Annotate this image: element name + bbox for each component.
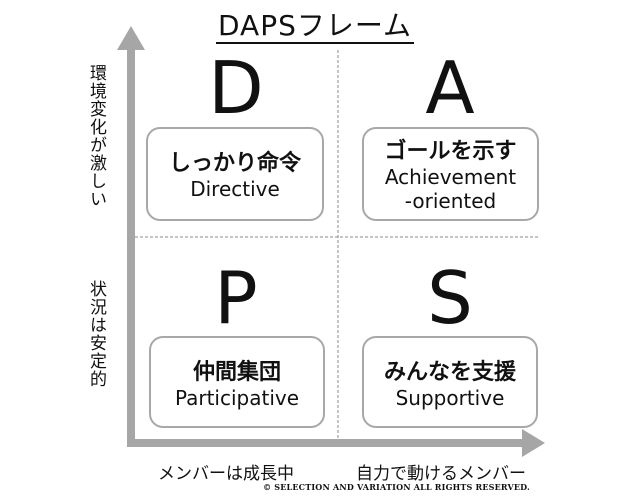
- y-axis-upper-label: 環境変化が激しい: [86, 64, 106, 208]
- quadrant-p-box: 仲間集団 Participative: [149, 336, 325, 428]
- copyright-notice: © SELECTION AND VARIATION ALL RIGHTS RES…: [263, 482, 530, 492]
- quadrant-d-jp: しっかり命令: [168, 151, 301, 176]
- quadrant-p-en: Participative: [174, 386, 300, 410]
- x-axis-left-label: メンバーは成長中: [158, 464, 294, 484]
- x-axis-arrowhead: [522, 429, 545, 457]
- letter-a: A: [425, 46, 475, 130]
- quadrant-d-box: しっかり命令 Directive: [146, 127, 324, 221]
- x-axis-right-label: 自力で動けるメンバー: [356, 464, 526, 484]
- quadrant-a-en-line2: -oriented: [404, 189, 497, 213]
- diagram-title: DAPSフレーム: [215, 9, 415, 44]
- letter-s: S: [427, 256, 473, 340]
- quadrant-d-en: Directive: [190, 177, 280, 201]
- quadrant-p-jp: 仲間集団: [192, 360, 281, 385]
- letter-d: D: [208, 46, 264, 130]
- quadrant-s-jp: みんなを支援: [383, 360, 516, 385]
- quadrant-s-en: Supportive: [395, 386, 505, 410]
- quadrant-a-jp: ゴールを示す: [384, 139, 517, 164]
- y-axis-lower-label: 状況は安定的: [86, 280, 106, 388]
- quadrant-a-box: ゴールを示す Achievement -oriented: [362, 127, 539, 221]
- letter-p: P: [214, 256, 258, 340]
- quadrant-a-en-line1: Achievement: [384, 165, 517, 189]
- quadrant-s-box: みんなを支援 Supportive: [362, 336, 538, 428]
- y-axis-arrowhead: [117, 26, 145, 50]
